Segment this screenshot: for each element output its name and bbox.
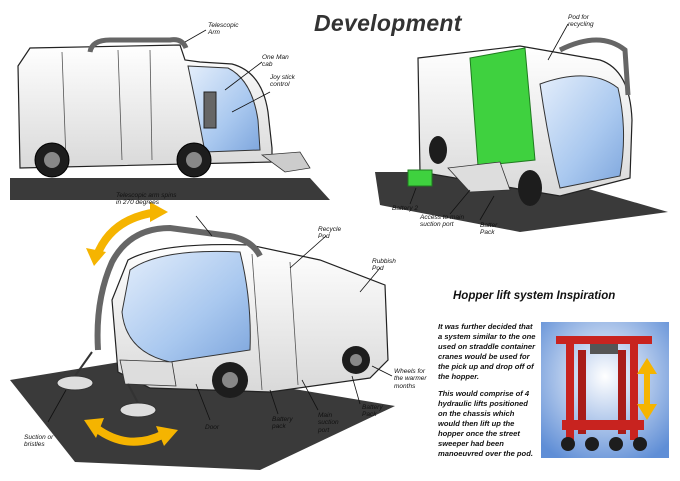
battery-2-box [407, 169, 433, 187]
label-wheels-warmer: Wheels for the warmer months [394, 368, 427, 390]
label-joystick-control: Joy stick control [270, 74, 295, 89]
recycling-pod [469, 47, 536, 167]
rotate-arrow-top-tail [150, 202, 168, 222]
label-battery-pack-mid: Battery pack [272, 416, 293, 431]
label-recycle-pod: Recycle Pod [318, 226, 342, 241]
label-telescopic-spins: Telescopic arm spins in 270 degrees [116, 192, 177, 207]
hopper-paragraph-2: This would comprise of 4 hydraulic lifts… [438, 389, 533, 459]
label-door: Door [205, 424, 220, 431]
rotate-arrow-bottom [93, 424, 166, 446]
straddle-crane-photo [541, 322, 669, 458]
ground-shadow [10, 178, 330, 200]
page-title: Development [314, 10, 462, 36]
rotate-arrow-top [92, 208, 159, 260]
label-telescopic-arm: Telescopic Arm [208, 22, 239, 37]
hopper-section-title: Hopper lift system Inspiration [453, 290, 616, 302]
label-rubbish-pod: Rubbish Pod [372, 258, 396, 273]
label-batter-pack-top: Batter Pack [480, 222, 498, 237]
label-access-main-suction: Access to main suction port [420, 214, 465, 229]
label-suction-or-bristles: Suction or bristles [24, 434, 54, 449]
label-main-suction-port: Main suction port [318, 412, 339, 434]
hopper-paragraph-1: It was further decided that a system sim… [438, 322, 536, 382]
perspective-vehicle [10, 215, 395, 470]
rotate-arrow-top-head [86, 248, 106, 266]
rotate-arrow-bottom-head [84, 418, 104, 438]
label-pod-for-recycling: Pod for recycling [568, 14, 594, 29]
ground-shadow [375, 172, 668, 232]
rotate-arrow-bottom-tail [156, 426, 178, 446]
ground-shadow [10, 362, 395, 470]
front-view-vehicle [375, 23, 668, 232]
label-battery-pack-right: Battery Pack [362, 404, 383, 419]
side-view-vehicle [10, 29, 330, 200]
label-one-man-cab: One Man cab [262, 54, 289, 69]
label-battery-2: Battery 2 [392, 205, 419, 212]
